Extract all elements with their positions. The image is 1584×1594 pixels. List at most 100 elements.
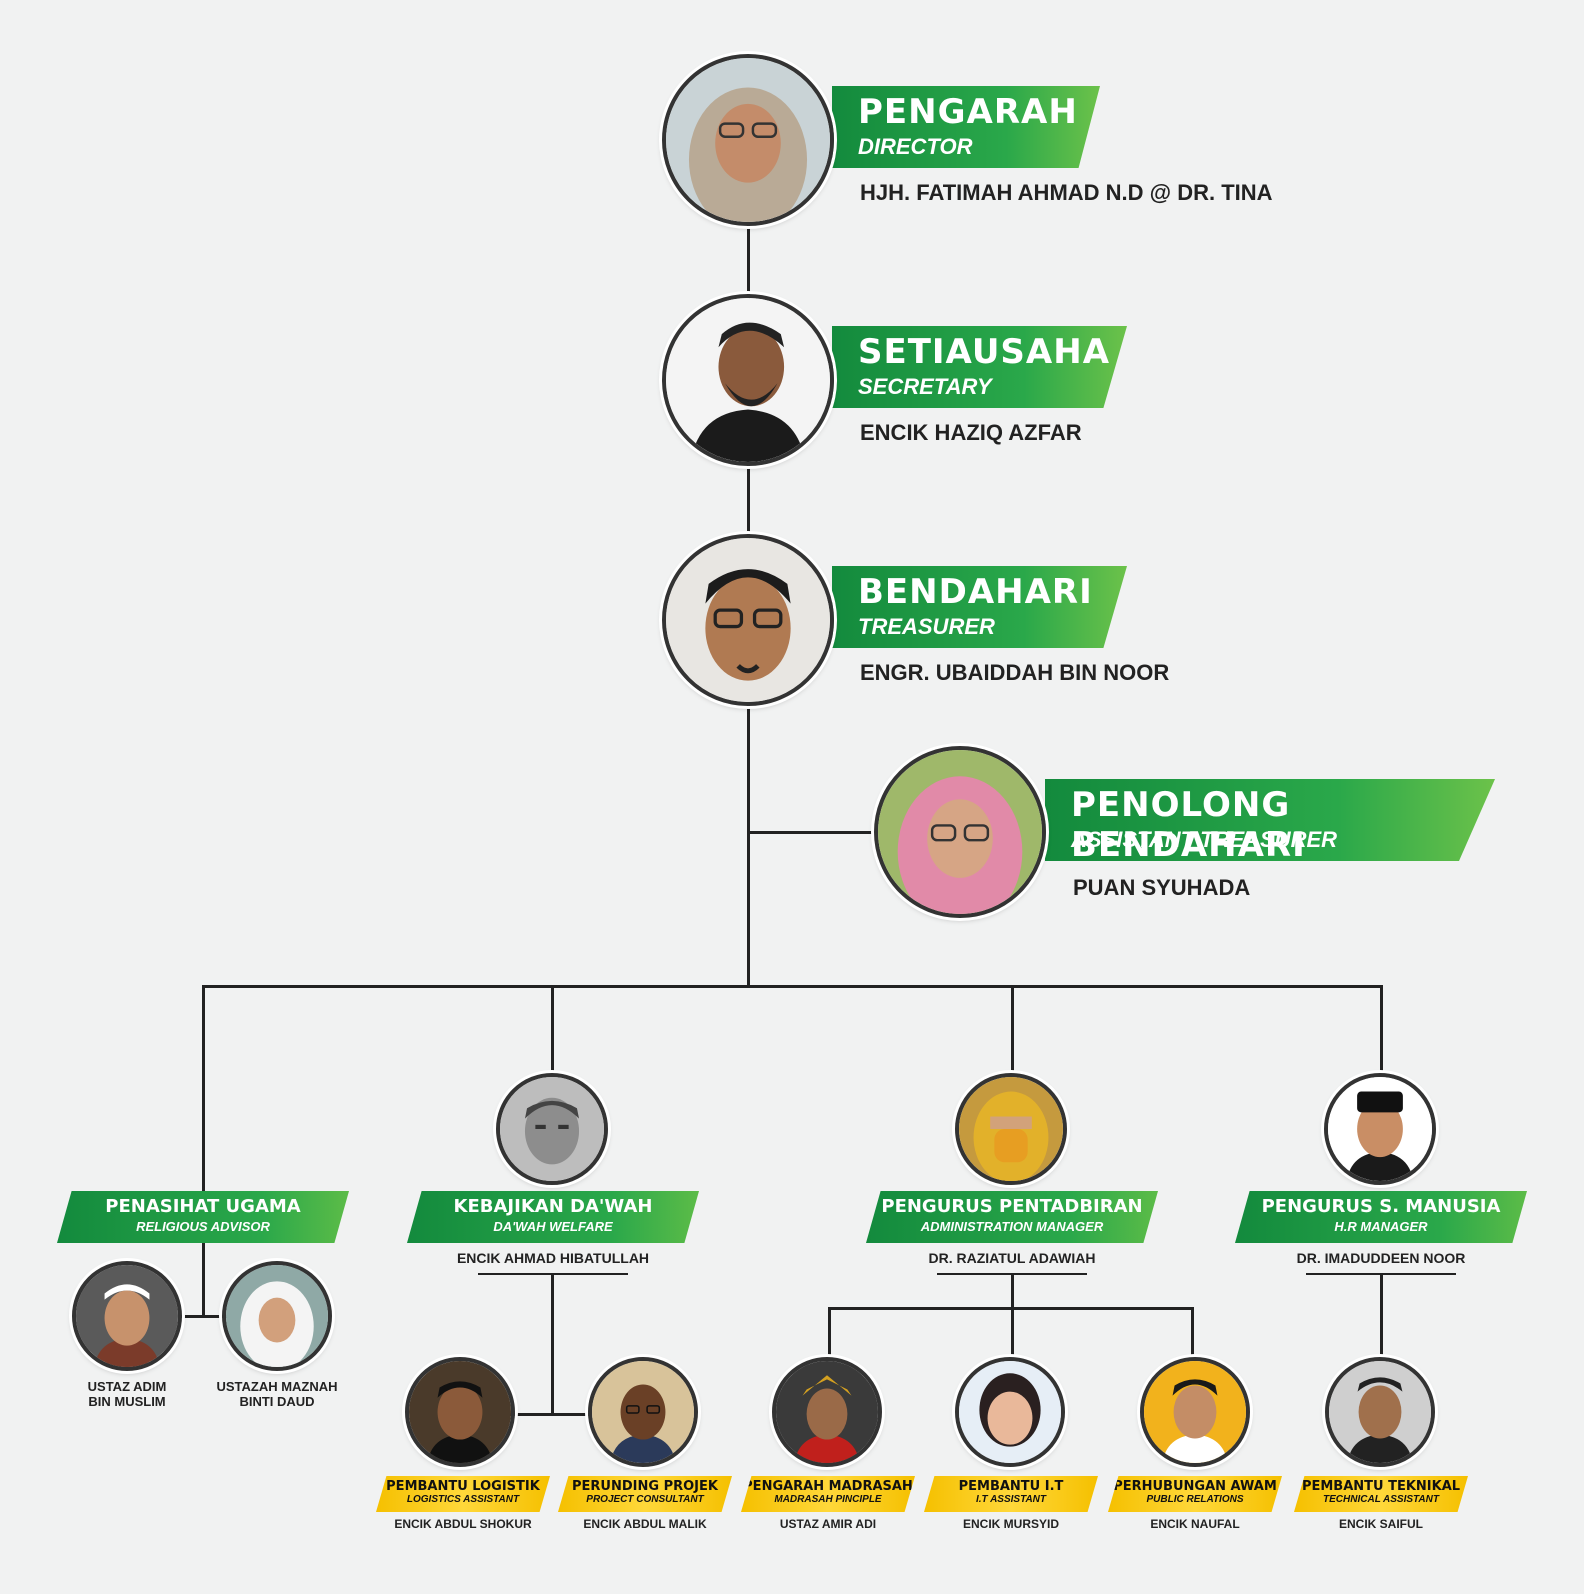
consultant-title: PERUNDING PROJEK <box>572 1479 718 1494</box>
name-underline <box>478 1273 628 1275</box>
assistant-treasurer-name: PUAN SYUHADA <box>1073 875 1251 900</box>
secretary-banner: SETIAUSAHA SECRETARY <box>832 326 1127 408</box>
dawah-welfare-avatar <box>496 1073 608 1185</box>
technical-title: PEMBANTU TEKNIKAL <box>1301 1479 1461 1494</box>
logistics-title: PEMBANTU LOGISTIK <box>386 1479 540 1494</box>
logistics-avatar <box>405 1357 515 1467</box>
connector <box>202 985 1382 988</box>
admin-manager-avatar <box>955 1073 1067 1185</box>
public-relations-subtitle: PUBLIC RELATIONS <box>1146 1494 1244 1505</box>
connector <box>748 831 874 834</box>
connector <box>1191 1307 1194 1357</box>
man-portrait-icon <box>666 298 830 462</box>
treasurer-title: BENDAHARI <box>858 572 1093 612</box>
admin-manager-subtitle: ADMINISTRATION MANAGER <box>920 1219 1104 1234</box>
secretary-subtitle: SECRETARY <box>858 374 992 399</box>
it-assistant-subtitle: I.T ASSISTANT <box>976 1494 1046 1505</box>
man-portrait-icon <box>592 1361 694 1463</box>
man-portrait-icon <box>1329 1361 1431 1463</box>
logistics-banner: PEMBANTU LOGISTIK LOGISTICS ASSISTANT <box>376 1476 550 1512</box>
treasurer-name: ENGR. UBAIDDAH BIN NOOR <box>860 660 1170 685</box>
advisor-name-line1: USTAZ ADIM <box>87 1379 167 1394</box>
it-assistant-banner: PEMBANTU I.T I.T ASSISTANT <box>924 1476 1098 1512</box>
public-relations-name: ENCIK NAUFAL <box>1150 1517 1240 1531</box>
advisor-name: USTAZ ADIM BIN MUSLIM <box>57 1379 197 1409</box>
woman-niqab-portrait-icon <box>959 1077 1063 1181</box>
woman-hijab-portrait-icon <box>226 1265 328 1367</box>
consultant-avatar <box>588 1357 698 1467</box>
assistant-treasurer-subtitle: ASSISTANT TREASURER <box>1071 827 1338 852</box>
connector <box>178 1315 250 1318</box>
madrasah-subtitle: MADRASAH PINCIPLE <box>774 1494 882 1505</box>
madrasah-title: PENGARAH MADRASAH <box>743 1479 913 1494</box>
madrasah-avatar <box>772 1357 882 1467</box>
hr-manager-avatar <box>1324 1073 1436 1185</box>
connector <box>1011 1275 1014 1357</box>
advisor-avatar <box>72 1261 182 1371</box>
treasurer-subtitle: TREASURER <box>858 614 995 639</box>
assistant-treasurer-banner: PENOLONG BENDAHARI ASSISTANT TREASURER <box>1045 779 1495 861</box>
connector <box>551 985 554 1072</box>
public-relations-title: PERHUBUNGAN AWAM <box>1113 1479 1277 1494</box>
dawah-welfare-title: KEBAJIKAN DA'WAH <box>453 1196 653 1217</box>
connector <box>202 985 205 1317</box>
director-avatar <box>662 54 834 226</box>
secretary-avatar <box>662 294 834 466</box>
advisor-name-line1: USTAZAH MAZNAH <box>216 1379 338 1394</box>
logistics-subtitle: LOGISTICS ASSISTANT <box>406 1494 520 1505</box>
director-name: HJH. FATIMAH AHMAD N.D @ DR. TINA <box>860 180 1273 205</box>
connector <box>747 225 750 300</box>
woman-portrait-icon <box>959 1361 1061 1463</box>
it-assistant-title: PEMBANTU I.T <box>958 1479 1064 1494</box>
religious-advisor-subtitle: RELIGIOUS ADVISOR <box>136 1219 270 1234</box>
connector <box>1380 985 1383 1072</box>
secretary-name: ENCIK HAZIQ AZFAR <box>860 420 1082 445</box>
connector <box>747 705 750 987</box>
advisor-name-line2: BIN MUSLIM <box>88 1394 166 1409</box>
man-songkok-portrait-icon <box>1328 1077 1432 1181</box>
religious-advisor-title: PENASIHAT UGAMA <box>105 1196 301 1217</box>
hr-manager-subtitle: H.R MANAGER <box>1334 1219 1428 1234</box>
admin-manager-banner: PENGURUS PENTADBIRAN ADMINISTRATION MANA… <box>866 1191 1158 1243</box>
assistant-treasurer-avatar <box>874 746 1046 918</box>
hr-manager-name: DR. IMADUDDEEN NOOR <box>1296 1250 1466 1266</box>
dawah-welfare-banner: KEBAJIKAN DA'WAH DA'WAH WELFARE <box>407 1191 699 1243</box>
it-assistant-name: ENCIK MURSYID <box>962 1517 1059 1531</box>
man-tengkolok-portrait-icon <box>776 1361 878 1463</box>
admin-manager-name: DR. RAZIATUL ADAWIAH <box>928 1250 1096 1266</box>
man-portrait-icon <box>1144 1361 1246 1463</box>
woman-hijab-portrait-icon <box>666 58 830 222</box>
technical-name: ENCIK SAIFUL <box>1339 1517 1423 1531</box>
connector <box>1380 1275 1383 1357</box>
connector <box>1011 985 1014 1072</box>
connector <box>551 1275 554 1415</box>
advisor-avatar <box>222 1261 332 1371</box>
consultant-name: ENCIK ABDUL MALIK <box>583 1517 707 1531</box>
technical-banner: PEMBANTU TEKNIKAL TECHNICAL ASSISTANT <box>1294 1476 1468 1512</box>
logistics-name: ENCIK ABDUL SHOKUR <box>394 1517 532 1531</box>
treasurer-avatar <box>662 534 834 706</box>
hr-manager-banner: PENGURUS S. MANUSIA H.R MANAGER <box>1235 1191 1527 1243</box>
secretary-title: SETIAUSAHA <box>858 332 1111 372</box>
woman-hijab-glasses-portrait-icon <box>878 750 1042 914</box>
connector <box>747 465 750 540</box>
dawah-welfare-name: ENCIK AHMAD HIBATULLAH <box>456 1250 650 1266</box>
name-underline <box>937 1273 1087 1275</box>
connector <box>510 1413 590 1416</box>
treasurer-banner: BENDAHARI TREASURER <box>832 566 1127 648</box>
director-subtitle: DIRECTOR <box>858 134 973 159</box>
connector <box>828 1307 1194 1310</box>
it-assistant-avatar <box>955 1357 1065 1467</box>
madrasah-banner: PENGARAH MADRASAH MADRASAH PINCIPLE <box>741 1476 915 1512</box>
director-title: PENGARAH <box>858 92 1078 132</box>
man-portrait-icon <box>500 1077 604 1181</box>
religious-advisor-banner: PENASIHAT UGAMA RELIGIOUS ADVISOR <box>57 1191 349 1243</box>
madrasah-name: USTAZ AMIR ADI <box>779 1517 877 1531</box>
hr-manager-title: PENGURUS S. MANUSIA <box>1261 1196 1501 1217</box>
advisor-name-line2: BINTI DAUD <box>239 1394 315 1409</box>
technical-avatar <box>1325 1357 1435 1467</box>
assistant-treasurer-title: PENOLONG BENDAHARI <box>1071 785 1306 865</box>
public-relations-banner: PERHUBUNGAN AWAM PUBLIC RELATIONS <box>1108 1476 1282 1512</box>
connector <box>828 1307 831 1357</box>
